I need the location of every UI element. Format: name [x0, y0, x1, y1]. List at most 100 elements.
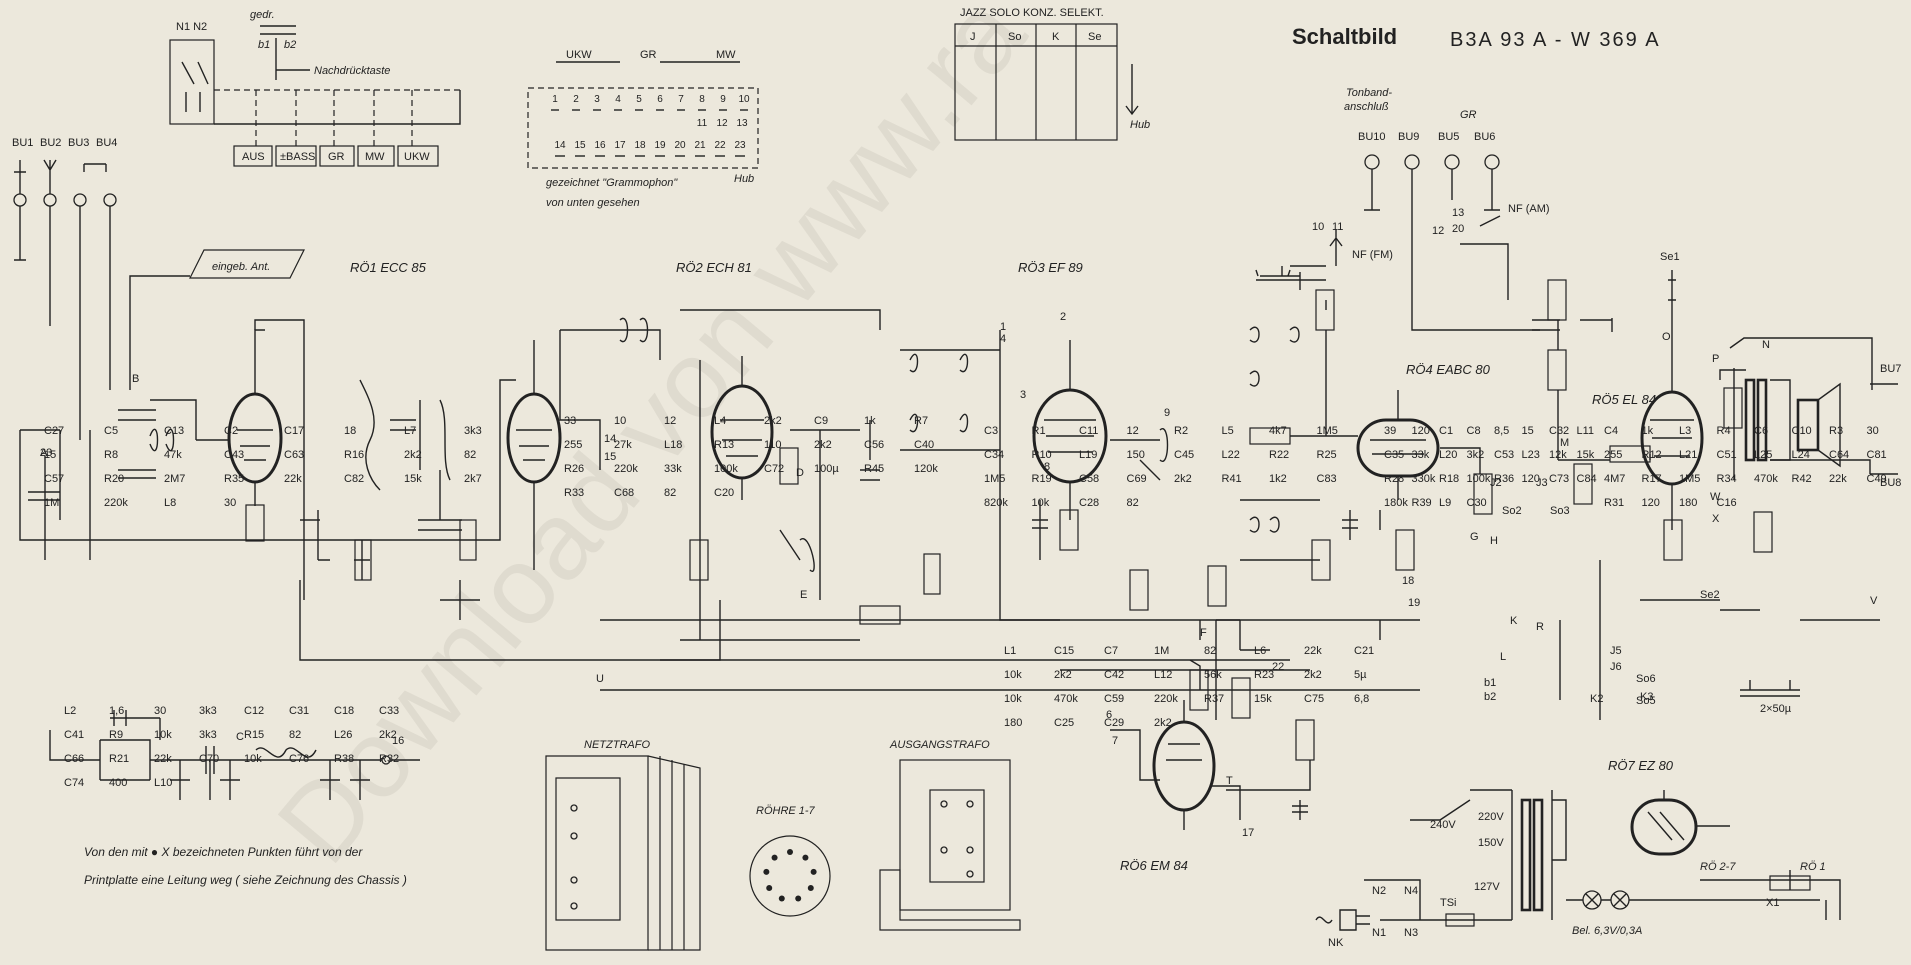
tube-label-r2: RÖ2 ECH 81: [676, 260, 752, 275]
gr-label: GR: [1460, 109, 1477, 121]
component-label: 120: [1642, 497, 1660, 509]
component-label: 27k: [614, 439, 632, 451]
component-label: C10: [1792, 425, 1812, 437]
tonband-2: anschluß: [1344, 101, 1389, 113]
component-label: 10k: [1032, 497, 1050, 509]
component-label: 39: [1384, 425, 1396, 437]
switch-n4: N4: [1404, 885, 1418, 897]
node-label-22: 22: [1272, 661, 1284, 673]
component-label: C75: [1304, 693, 1324, 705]
component-label: 3k3: [199, 729, 217, 741]
node-label-N: N: [1762, 339, 1770, 351]
node-label-D: D: [796, 467, 804, 479]
node-label-14: 14: [604, 433, 616, 445]
node-label-15: 15: [604, 451, 616, 463]
power-key-block: N1 N2 gedr. b1 b2 Nachdrücktaste: [169, 9, 461, 146]
component-label: 2k2: [404, 449, 422, 461]
component-label: C82: [344, 473, 364, 485]
component-label: 470k: [1754, 473, 1778, 485]
component-label: C6: [1754, 425, 1768, 437]
component-label: R39: [1412, 497, 1432, 509]
nf-fm-label: NF (FM): [1352, 249, 1393, 261]
tube-pin: [778, 895, 785, 902]
band-contact-13: 13: [736, 118, 748, 129]
component-label: R34: [1717, 473, 1737, 485]
node-label-Se1: Se1: [1660, 251, 1680, 263]
component-label: 220k: [614, 463, 638, 475]
band-contact-6: 6: [657, 94, 663, 105]
component-label: C76: [289, 753, 309, 765]
sound-header: JAZZ SOLO KONZ. SELEKT.: [960, 7, 1104, 19]
component-label: R21: [109, 753, 129, 765]
component-label: 2k2: [1174, 473, 1192, 485]
node-label-U: U: [596, 673, 604, 685]
component-label: R7: [914, 415, 928, 427]
node-label-W: W: [1710, 491, 1721, 503]
component-label: L1: [1004, 645, 1016, 657]
component-label: 2k2: [1154, 717, 1172, 729]
socket-bu1: BU1: [12, 137, 33, 149]
node-label-20: 20: [1452, 223, 1464, 235]
component-label: C58: [1079, 473, 1099, 485]
component-label: 82: [464, 449, 476, 461]
component-label: C31: [289, 705, 309, 717]
nk-label: NK: [1328, 937, 1344, 949]
socket-bu3: BU3: [68, 137, 89, 149]
band-contact-9: 9: [720, 94, 726, 105]
tube-pin: [807, 885, 814, 891]
nf-am-label: NF (AM): [1508, 203, 1550, 215]
component-label: 82: [1204, 645, 1216, 657]
component-label: 470k: [1054, 693, 1078, 705]
mains-127: 127V: [1474, 881, 1500, 893]
component-label: 1M5: [1679, 473, 1700, 485]
component-label: 820k: [984, 497, 1008, 509]
node-label-b1: b1: [1484, 677, 1496, 689]
component-label: 100k: [1467, 473, 1491, 485]
component-label: C84: [1577, 473, 1597, 485]
node-label-J3: J3: [1536, 477, 1548, 489]
component-label: 47k: [164, 449, 182, 461]
band-contact-3: 3: [594, 94, 600, 105]
component-label: C20: [714, 487, 734, 499]
component-label: C41: [64, 729, 84, 741]
node-label-So6: So6: [1636, 673, 1656, 685]
socket-bu2: BU2: [40, 137, 61, 149]
node-label-J2: J2: [1490, 477, 1502, 489]
b1-label: b1: [258, 39, 270, 51]
sound-switch-diagram: JAZZ SOLO KONZ. SELEKT. J So K Se Hub: [954, 7, 1150, 141]
mains-220: 220V: [1478, 811, 1504, 823]
node-label-X: X: [1712, 513, 1720, 525]
component-label: L26: [334, 729, 352, 741]
component-label: L23: [1522, 449, 1540, 461]
node-label-12: 12: [1432, 225, 1444, 237]
node-label-2: 2: [1060, 311, 1066, 323]
socket-bu10: BU10: [1358, 131, 1386, 143]
component-label: L21: [1679, 449, 1697, 461]
component-label: R12: [1642, 449, 1662, 461]
node-label-K2: K2: [1590, 693, 1603, 705]
component-label: 1k2: [1269, 473, 1287, 485]
fuse-tsi: TSi: [1440, 897, 1457, 909]
tube-label-r1: RÖ1 ECC 85: [350, 260, 427, 275]
component-label: L11: [1577, 425, 1595, 437]
nachdruck-label: Nachdrücktaste: [314, 65, 390, 77]
node-label-13: 13: [1452, 207, 1464, 219]
band-contact-14: 14: [554, 140, 566, 151]
socket-bu4: BU4: [96, 137, 117, 149]
right-sockets: Tonband- anschluß GR BU10 BU9 BU5 BU6 NF…: [1344, 87, 1550, 331]
band-contact-1: 1: [552, 94, 558, 105]
component-label: R17: [1642, 473, 1662, 485]
tube-pin: [802, 854, 809, 861]
bus-lines: [600, 560, 1880, 720]
ro2-ech81: [559, 309, 941, 641]
tube-label-r7: RÖ7 EZ 80: [1608, 758, 1674, 773]
component-label: 100µ: [814, 463, 839, 475]
component-label: R10: [1032, 449, 1052, 461]
sound-col-so: So: [1008, 31, 1021, 43]
component-label: L20: [1439, 449, 1457, 461]
tube-label-r6: RÖ6 EM 84: [1120, 858, 1188, 873]
component-label: C40: [914, 439, 934, 451]
component-label: C33: [379, 705, 399, 717]
component-label: C13: [164, 425, 184, 437]
component-label: R23: [1254, 669, 1274, 681]
